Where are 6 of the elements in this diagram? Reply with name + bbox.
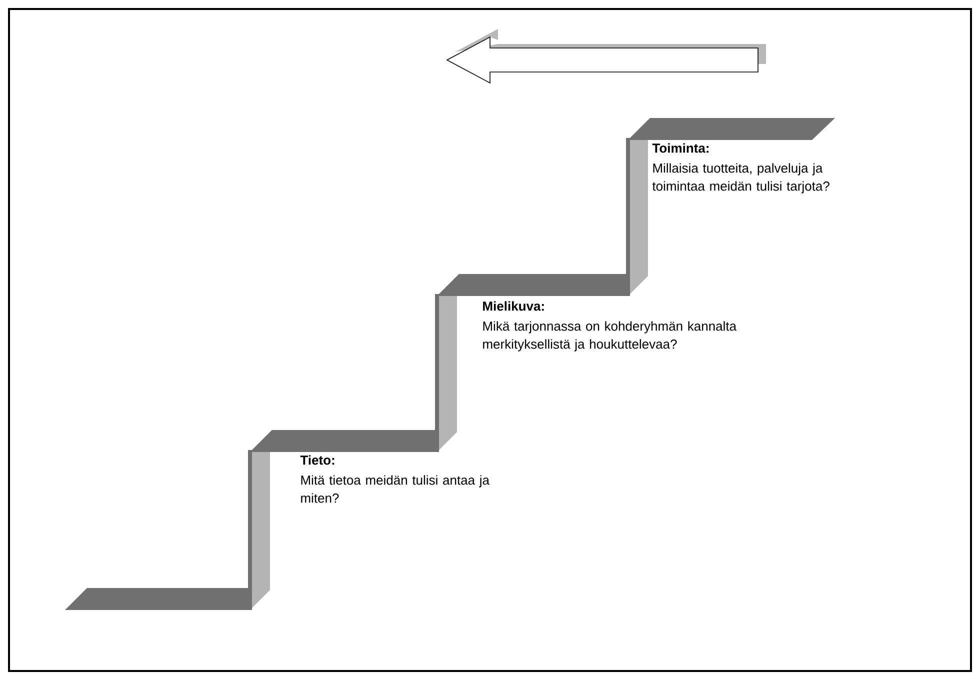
step-heading: Mielikuva: — [483, 301, 544, 311]
step-question: Mikä tarjonnassa on kohderyhmän kannalta merkityksellistä ja houkuttelevaa? — [483, 321, 737, 352]
step-heading: Toiminta: — [652, 143, 708, 153]
step-question: Millaisia tuotteita, palveluja ja toimintaa meidän tulisi tarjota? — [652, 163, 830, 194]
step-heading: Tieto: — [300, 455, 334, 465]
step-question: Mitä tietoa meidän tulisi antaa ja miten? — [301, 475, 490, 503]
